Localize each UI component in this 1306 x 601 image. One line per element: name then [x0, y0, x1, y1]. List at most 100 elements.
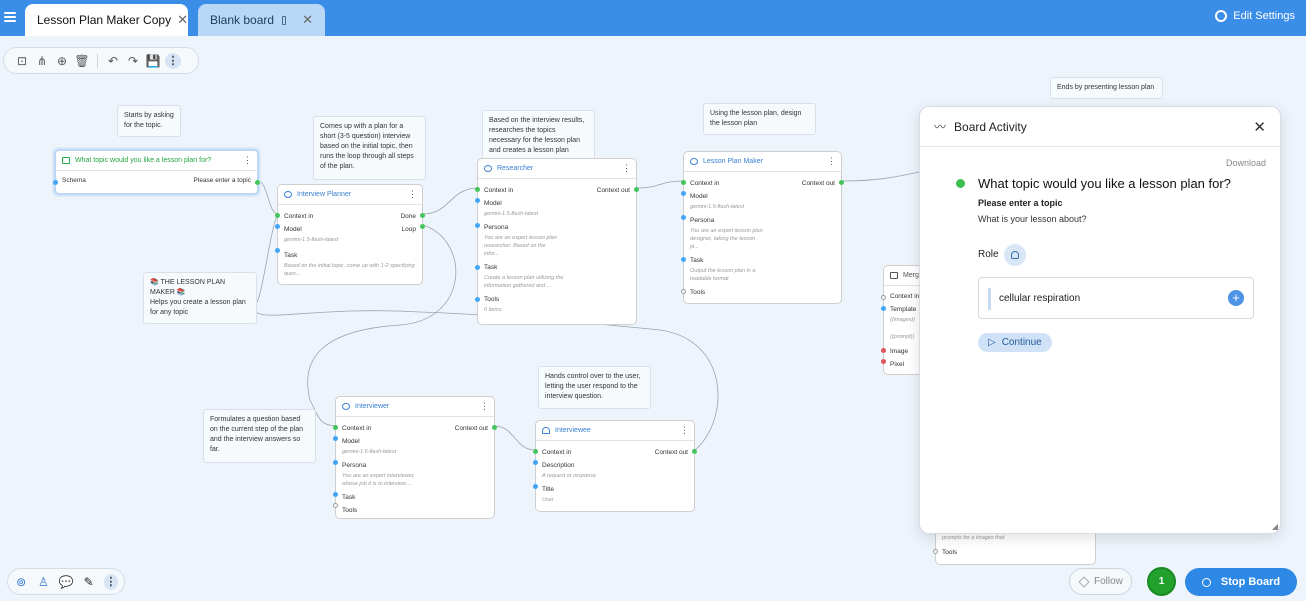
port-value: {{prompt}}: [890, 334, 915, 340]
redo-icon[interactable]: ↷: [127, 53, 139, 68]
save-icon[interactable]: 💾: [145, 53, 161, 68]
port-in[interactable]: [681, 180, 686, 185]
port-in[interactable]: [881, 295, 886, 300]
tab-blank-board[interactable]: Blank board ✕: [198, 4, 325, 36]
activity-icon: 〰: [934, 120, 947, 134]
edit-settings-button[interactable]: Edit Settings: [1215, 10, 1295, 22]
port-label: Task: [690, 257, 704, 264]
activity-count-badge[interactable]: 1: [1147, 567, 1176, 596]
delete-icon[interactable]: 🗑: [74, 53, 90, 68]
node-header[interactable]: Researcher ⋮: [478, 159, 636, 179]
node-header[interactable]: Interviewee ⋮: [536, 421, 694, 441]
port-in[interactable]: [275, 224, 280, 229]
more-icon[interactable]: ⋮: [165, 52, 181, 69]
stop-board-button[interactable]: Stop Board: [1185, 568, 1297, 596]
port-label: Tools: [484, 296, 500, 303]
node-header[interactable]: What topic would you like a lesson plan …: [56, 151, 257, 171]
more-icon[interactable]: ⋮: [622, 163, 631, 173]
port-in[interactable]: [333, 436, 338, 441]
continue-button[interactable]: ▷ Continue: [978, 333, 1052, 352]
resize-handle-icon[interactable]: ◢: [1271, 522, 1278, 531]
comment-icon[interactable]: 💬: [58, 574, 74, 589]
port-out[interactable]: [492, 425, 497, 430]
comment-note[interactable]: Starts by asking for the topic.: [117, 105, 181, 137]
add-icon[interactable]: ⊕: [56, 53, 68, 68]
fit-view-icon[interactable]: ⊡: [16, 53, 28, 68]
user-icon[interactable]: ♙: [38, 574, 49, 589]
component-icon[interactable]: ⊚: [16, 574, 27, 589]
port-in[interactable]: [533, 484, 538, 489]
port-in[interactable]: [681, 215, 686, 220]
port-out[interactable]: [420, 213, 425, 218]
node-header[interactable]: Interview Planner ⋮: [278, 185, 422, 205]
port-in[interactable]: [881, 348, 886, 353]
port-in[interactable]: [533, 460, 538, 465]
port-in[interactable]: [881, 306, 886, 311]
port-in[interactable]: [681, 257, 686, 262]
comment-note[interactable]: Hands control over to the user, letting …: [538, 366, 651, 409]
port-out[interactable]: [255, 180, 260, 185]
port-in[interactable]: [881, 359, 886, 364]
port-in[interactable]: [53, 180, 58, 185]
port-label: Schema: [62, 177, 86, 184]
undo-icon[interactable]: ↶: [107, 53, 119, 68]
follow-button[interactable]: Follow: [1069, 568, 1132, 595]
comment-note[interactable]: Ends by presenting lesson plan: [1050, 77, 1163, 99]
port-in[interactable]: [533, 449, 538, 454]
close-icon[interactable]: ✕: [177, 12, 188, 27]
menu-icon[interactable]: [4, 10, 16, 24]
more-icon[interactable]: ⋮: [103, 573, 119, 590]
node-header[interactable]: Lesson Plan Maker ⋮: [684, 152, 841, 172]
role-button[interactable]: [1004, 244, 1026, 266]
port-value: You are an expert lesson plan designer, …: [690, 228, 763, 250]
comment-note[interactable]: Formulates a question based on the curre…: [203, 409, 316, 463]
tab-lesson-plan-maker-copy[interactable]: Lesson Plan Maker Copy ✕: [25, 4, 188, 36]
node-header[interactable]: Interviewer ⋮: [336, 397, 494, 417]
port-in[interactable]: [475, 265, 480, 270]
more-icon[interactable]: ⋮: [408, 189, 417, 199]
comment-note[interactable]: Using the lesson plan, design the lesson…: [703, 103, 816, 135]
port-label: Context in: [690, 180, 720, 187]
port-out[interactable]: [692, 449, 697, 454]
comment-note[interactable]: Based on the interview results, research…: [482, 110, 595, 160]
port-in[interactable]: [933, 549, 938, 554]
port-in[interactable]: [333, 425, 338, 430]
port-in[interactable]: [275, 213, 280, 218]
port-in[interactable]: [475, 223, 480, 228]
port-in[interactable]: [475, 198, 480, 203]
port-out[interactable]: [420, 224, 425, 229]
close-icon[interactable]: ✕: [1253, 118, 1266, 136]
port-out[interactable]: [839, 180, 844, 185]
port-in[interactable]: [333, 492, 338, 497]
add-icon[interactable]: +: [1228, 290, 1244, 306]
pen-icon[interactable]: ✎: [83, 574, 94, 589]
more-icon[interactable]: ⋮: [680, 425, 689, 435]
port-out[interactable]: [634, 187, 639, 192]
more-icon[interactable]: ⋮: [480, 401, 489, 411]
port-in[interactable]: [475, 187, 480, 192]
port-label: Model: [284, 226, 302, 233]
comment-note[interactable]: 📚 THE LESSON PLAN MAKER 📚 Helps you crea…: [143, 272, 257, 324]
more-icon[interactable]: ⋮: [243, 155, 252, 165]
port-in[interactable]: [681, 289, 686, 294]
download-link[interactable]: Download: [1225, 158, 1266, 168]
port-in[interactable]: [275, 248, 280, 253]
more-icon[interactable]: ⋮: [827, 156, 836, 166]
port-in[interactable]: [333, 503, 338, 508]
input-node[interactable]: What topic would you like a lesson plan …: [53, 149, 260, 195]
port-in[interactable]: [475, 297, 480, 302]
port-label: Pixel: [890, 361, 905, 368]
close-icon[interactable]: ✕: [302, 12, 313, 27]
node-header[interactable]: Merg: [884, 266, 942, 286]
auto-layout-icon[interactable]: ⋔: [36, 53, 48, 68]
topic-input[interactable]: [999, 293, 1219, 304]
port-in[interactable]: [333, 460, 338, 465]
comment-note[interactable]: Comes up with a plan for a short (3-5 qu…: [313, 116, 426, 180]
port-in[interactable]: [681, 191, 686, 196]
